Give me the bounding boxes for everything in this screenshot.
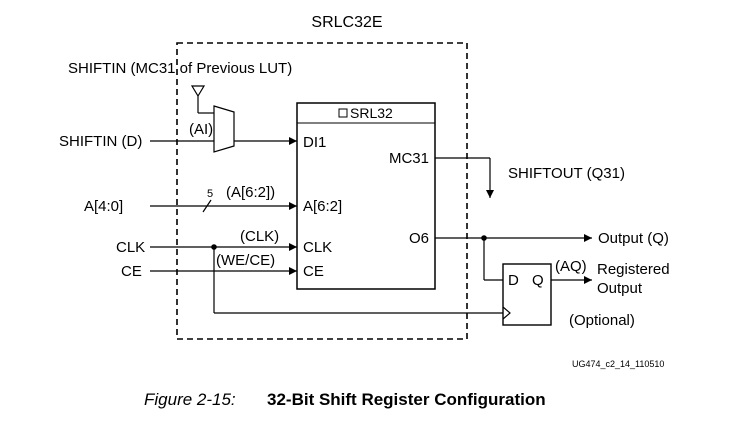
- ce-input-label: CE: [121, 263, 142, 280]
- srl32-title: SRL32: [350, 105, 393, 121]
- pin-a62: A[6:2]: [303, 198, 342, 215]
- shiftin-buffer-icon: [190, 85, 206, 98]
- shiftout-label: SHIFTOUT (Q31): [508, 165, 625, 182]
- ff-d-pin: D: [508, 272, 519, 289]
- registered-label-2: Output: [597, 280, 643, 297]
- caption-number: Figure 2-15:: [144, 390, 236, 409]
- caption-title: 32-Bit Shift Register Configuration: [267, 390, 546, 409]
- optional-label: (Optional): [569, 312, 635, 329]
- pin-mc31: MC31: [389, 150, 429, 167]
- a62-label: (A[6:2]): [226, 184, 275, 201]
- addr-input-label: A[4:0]: [84, 198, 123, 215]
- pin-o6: O6: [409, 230, 429, 247]
- bus-slash: [202, 199, 212, 213]
- shiftin-top-label: SHIFTIN (MC31 of Previous LUT): [68, 60, 292, 77]
- shiftin-d-label: SHIFTIN (D): [59, 133, 142, 150]
- pin-ce: CE: [303, 263, 324, 280]
- pin-di1: DI1: [303, 134, 326, 151]
- ff-clock-icon: [502, 306, 511, 320]
- clk-signal-label: (CLK): [240, 228, 279, 245]
- pin-clk: CLK: [303, 239, 332, 256]
- bus-width-label: 5: [207, 188, 213, 200]
- ff-q-pin: Q: [532, 272, 544, 289]
- clk-input-label: CLK: [116, 239, 145, 256]
- flip-flop-block: [502, 263, 552, 326]
- ai-label: (AI): [189, 121, 213, 138]
- slice-boundary: [176, 42, 468, 340]
- registered-label-1: Registered: [597, 261, 670, 278]
- slice-title: SRLC32E: [311, 14, 382, 31]
- input-mux: [213, 105, 235, 153]
- we-ce-label: (WE/CE): [216, 252, 275, 269]
- srl32-block: [296, 102, 436, 290]
- srl32-square-icon: [338, 108, 348, 118]
- output-q-label: Output (Q): [598, 230, 669, 247]
- figure-code: UG474_c2_14_110510: [572, 359, 664, 369]
- aq-label: (AQ): [555, 258, 587, 275]
